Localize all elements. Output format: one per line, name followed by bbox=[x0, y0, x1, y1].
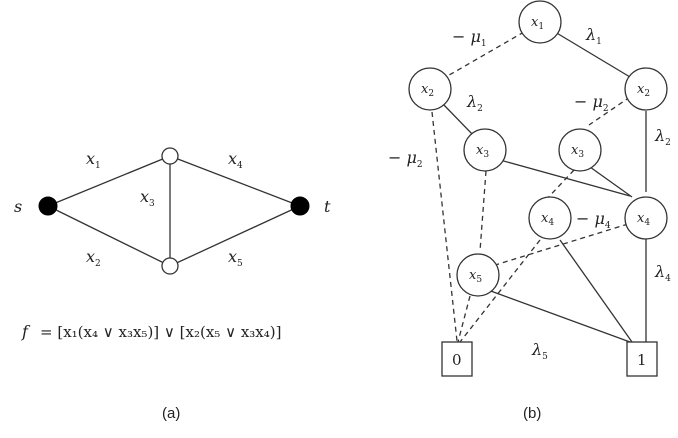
bdd-edge-x2l-x3l bbox=[441, 102, 476, 138]
edge-x4 bbox=[169, 155, 301, 207]
bdd-edge-x5-0 bbox=[457, 295, 471, 343]
bdd-edge-x4l-1 bbox=[559, 239, 633, 343]
svg-text:x2: x2 bbox=[637, 82, 650, 99]
edge-label-x3: x3 bbox=[140, 187, 155, 209]
bdd-edge-x1-x2l bbox=[443, 31, 525, 79]
svg-text:x4: x4 bbox=[541, 211, 554, 228]
edge-x5 bbox=[169, 205, 301, 267]
target-label: t bbox=[324, 197, 331, 216]
bdd-node-x1: x1 bbox=[518, 0, 562, 44]
svg-text:x3: x3 bbox=[476, 143, 489, 160]
edge-x1 bbox=[47, 155, 171, 207]
svg-text:x1: x1 bbox=[531, 15, 544, 32]
bdd-node-x4-left: x4 bbox=[528, 196, 572, 240]
label-lambda4: λ4 bbox=[654, 262, 671, 284]
bdd-edge-x3l-x4r bbox=[499, 159, 631, 197]
label-mu2-left: − μ2 bbox=[388, 148, 423, 170]
sink-node bbox=[290, 196, 310, 216]
source-node bbox=[38, 196, 58, 216]
edge-label-x5: x5 bbox=[228, 247, 243, 269]
junction-node-top bbox=[161, 147, 179, 165]
edge-x2 bbox=[47, 205, 171, 267]
label-lambda2-left: λ2 bbox=[466, 92, 483, 114]
edge-label-x1: x1 bbox=[86, 149, 101, 171]
edge-label-x2: x2 bbox=[86, 247, 101, 269]
label-lambda2-right: λ2 bbox=[654, 126, 671, 148]
bdd-edge-x3l-x5 bbox=[479, 170, 487, 252]
reliability-formula: f = [x₁(x₄ ∨ x₃x₅)] ∨ [x₂(x₅ ∨ x₃x₄)] bbox=[21, 322, 281, 341]
bdd-node-x3-left: x3 bbox=[463, 128, 507, 172]
label-lambda5: λ5 bbox=[531, 340, 548, 362]
terminal-0: 0 bbox=[441, 341, 473, 377]
caption-b: (b) bbox=[523, 405, 541, 422]
svg-text:x4: x4 bbox=[637, 211, 650, 228]
panel-b-bdd-nodes: x1 x2 x2 x3 x3 x4 x4 x5 bbox=[408, 0, 668, 377]
bdd-node-x2-right: x2 bbox=[624, 67, 668, 111]
label-lambda1: λ1 bbox=[585, 25, 602, 47]
terminal-1: 1 bbox=[626, 341, 658, 377]
svg-text:x5: x5 bbox=[469, 268, 482, 285]
panel-b-bdd-edges bbox=[431, 31, 647, 343]
bdd-node-x3-right: x3 bbox=[558, 128, 602, 172]
svg-text:1: 1 bbox=[637, 351, 647, 369]
bdd-node-x4-right: x4 bbox=[624, 196, 668, 240]
panel-a-network: s t x1 x2 x3 x4 x5 bbox=[14, 147, 331, 275]
label-mu1: − μ1 bbox=[452, 27, 487, 49]
bdd-node-x5: x5 bbox=[456, 253, 500, 297]
formula-rhs: = [x₁(x₄ ∨ x₃x₅)] ∨ [x₂(x₅ ∨ x₃x₄)] bbox=[40, 323, 281, 341]
bdd-edge-x5-1 bbox=[487, 289, 631, 343]
svg-text:x3: x3 bbox=[571, 143, 584, 160]
formula-lhs: f bbox=[21, 322, 31, 341]
bdd-edge-x2l-0 bbox=[431, 111, 458, 342]
panel-b-edge-labels: − μ1 λ1 λ2 − μ2 − μ2 λ2 − μ4 λ4 λ5 bbox=[388, 25, 671, 362]
svg-text:x2: x2 bbox=[421, 82, 434, 99]
label-mu4: − μ4 bbox=[576, 209, 611, 231]
caption-a: (a) bbox=[162, 405, 180, 422]
bdd-edge-x4l-0 bbox=[459, 239, 541, 343]
label-mu2-right: − μ2 bbox=[574, 92, 609, 114]
edge-label-x4: x4 bbox=[228, 149, 243, 171]
bdd-node-x2-left: x2 bbox=[408, 67, 452, 111]
bdd-edge-x3r-x4r bbox=[589, 166, 633, 198]
svg-text:0: 0 bbox=[452, 351, 462, 369]
bdd-edge-x4r-x5 bbox=[491, 223, 629, 267]
source-label: s bbox=[14, 197, 22, 216]
bdd-edge-x1-x2r bbox=[554, 31, 631, 78]
junction-node-bottom bbox=[161, 257, 179, 275]
